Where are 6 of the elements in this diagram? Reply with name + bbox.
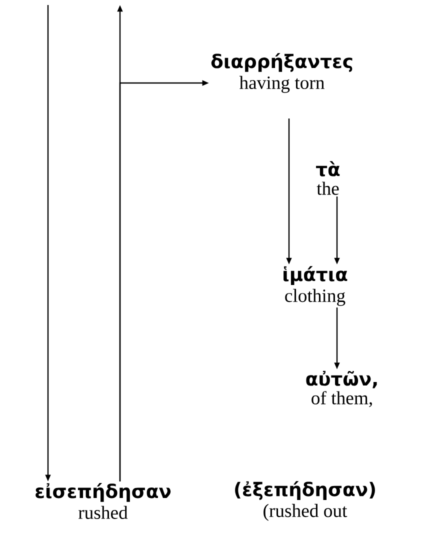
word-gloss: εἰσεπήδησαν rushed <box>36 483 171 519</box>
word-gloss: αὐτῶν, of them, <box>306 370 377 408</box>
word-gloss: ἱμάτια clothing <box>284 266 348 306</box>
word-gloss: τὰ the <box>316 161 340 195</box>
word-gloss: (ἐξεπήδησαν) (rushed out <box>235 481 375 521</box>
word-gloss: διαρρήξαντες having torn <box>211 53 352 93</box>
